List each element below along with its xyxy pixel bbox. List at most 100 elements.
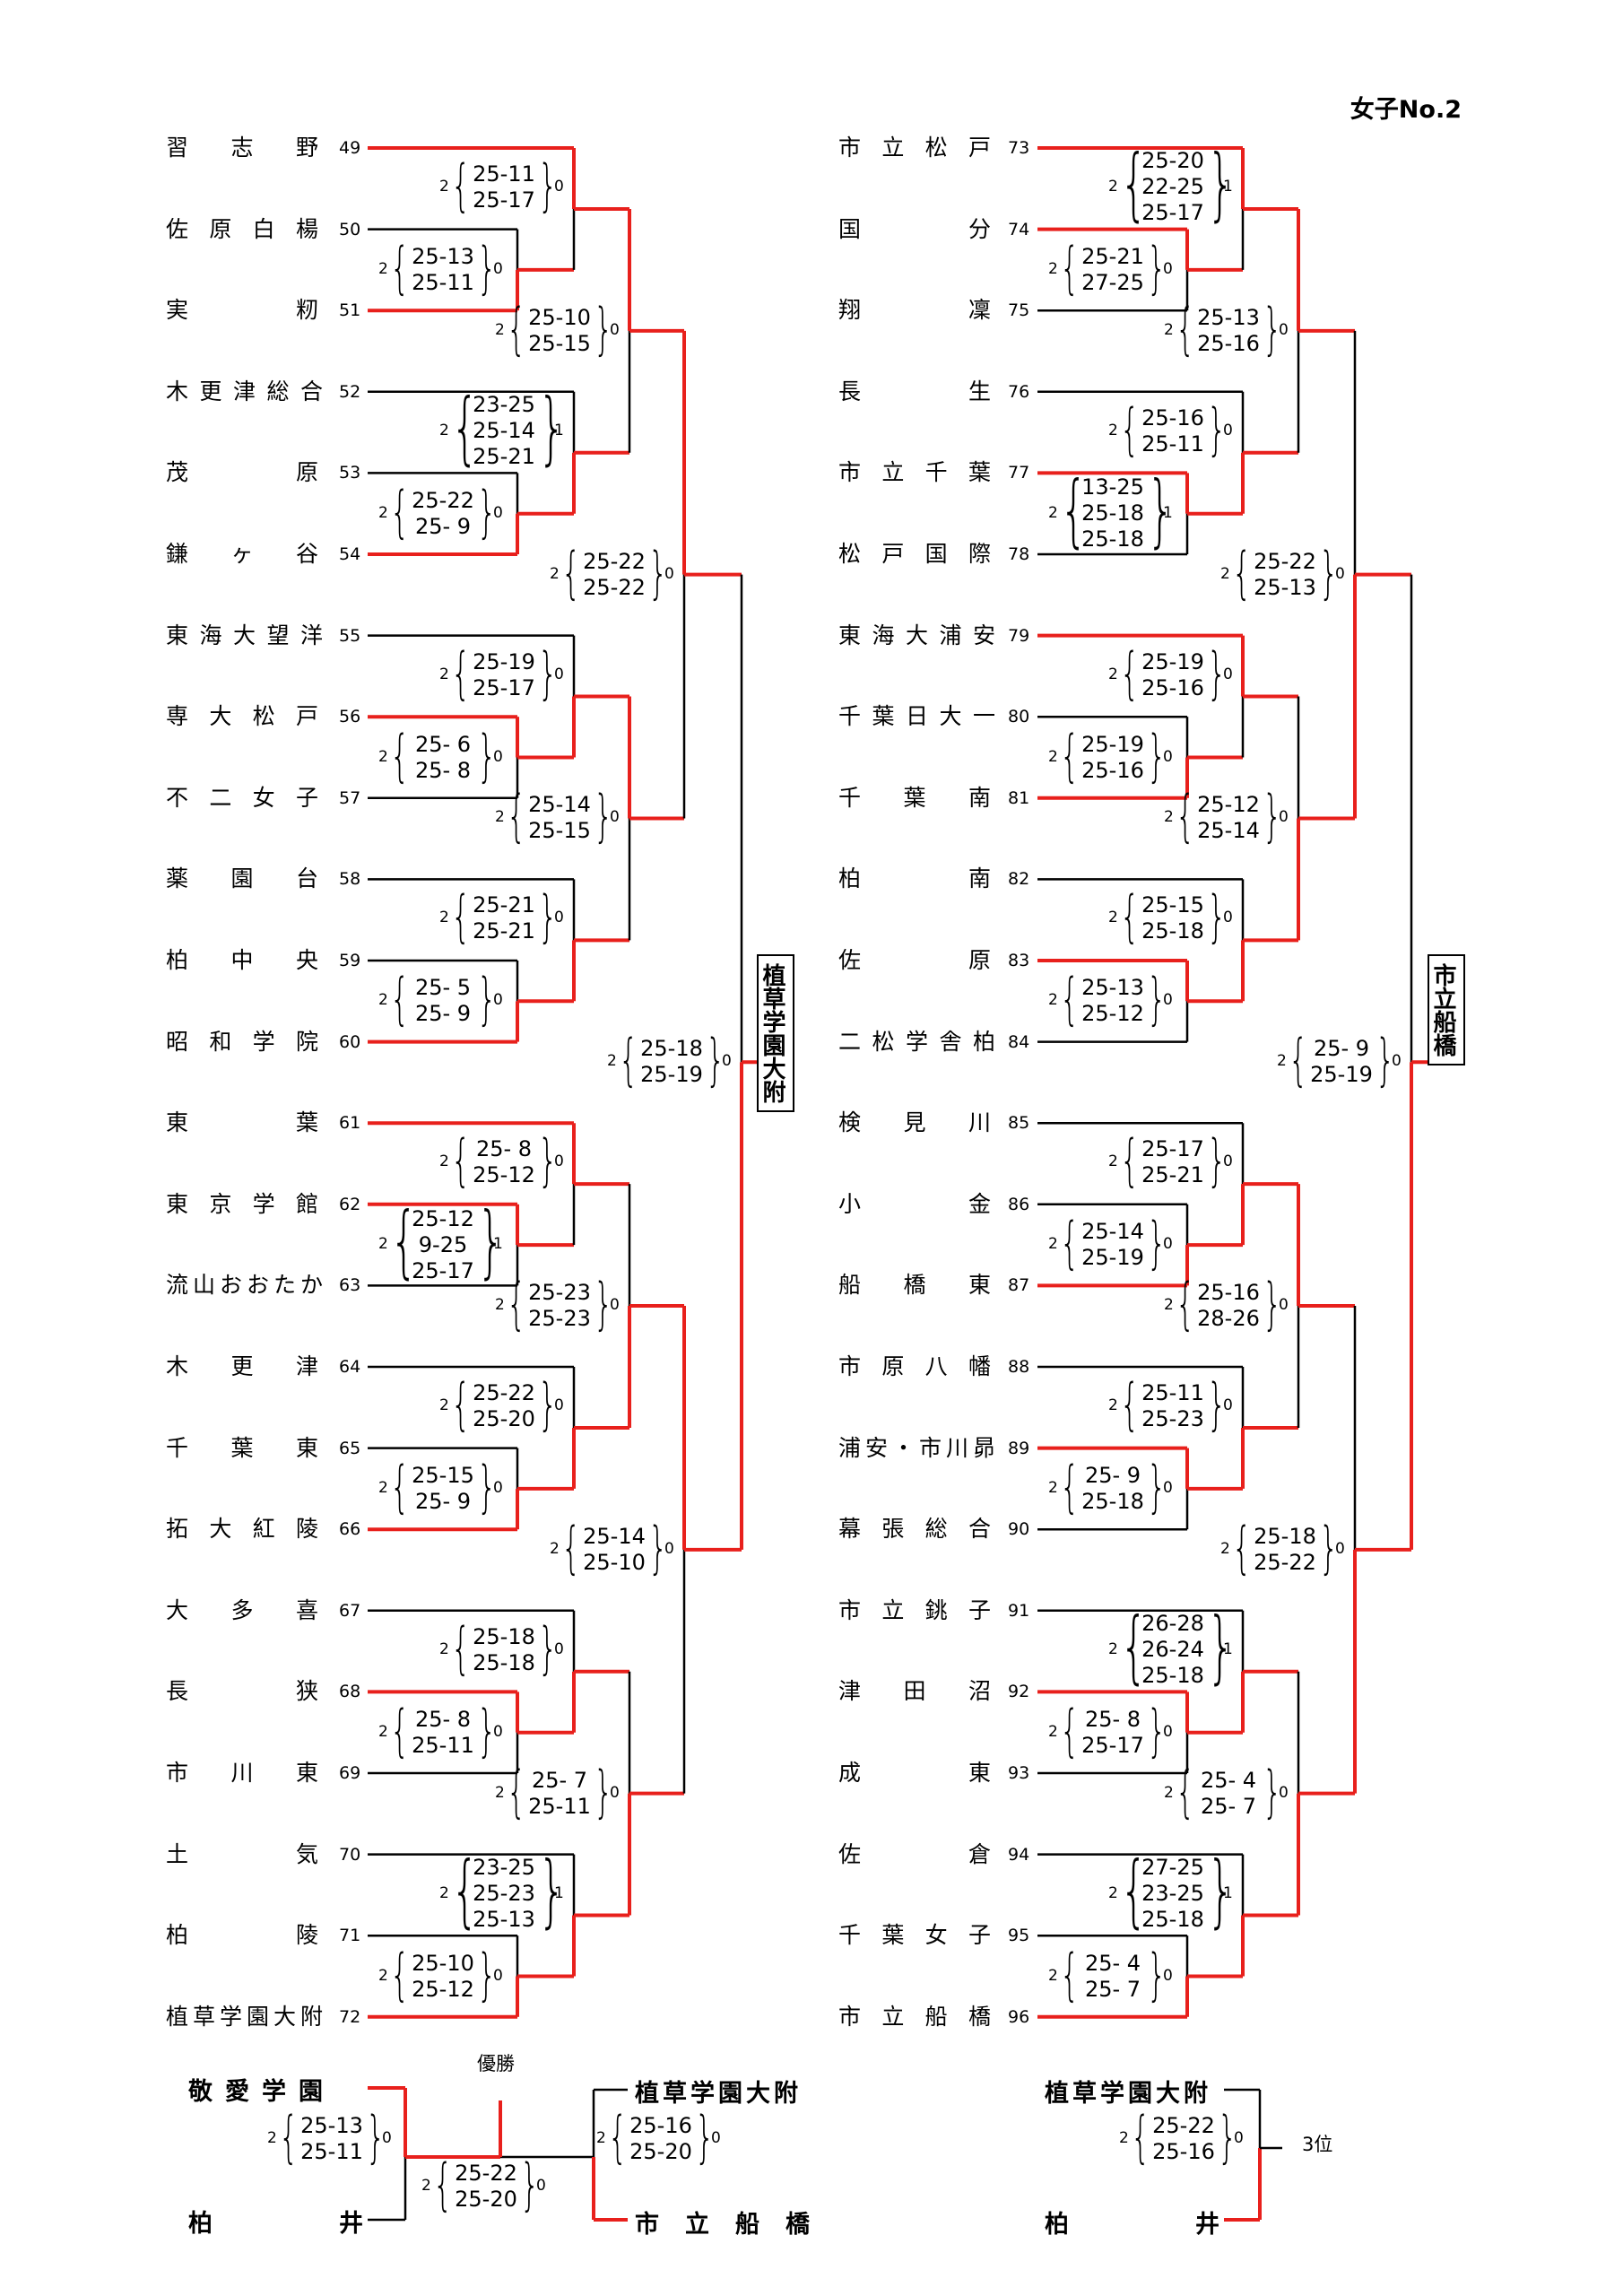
set-score: 25-16 (1081, 757, 1144, 783)
sets-won: 2 (1220, 564, 1230, 583)
sets-won: 2 (1108, 1152, 1118, 1171)
set-score: 25- 9 (414, 513, 472, 539)
left-brace: { (1176, 783, 1195, 849)
semi1-team-a: 敬愛学園 (188, 2078, 335, 2106)
set-score: 25-20 (473, 1405, 535, 1431)
team-number: 62 (339, 1194, 361, 1214)
team-name: 市川東 (166, 1760, 318, 1786)
sets-won: 2 (1048, 1966, 1058, 1985)
team-name: 小金 (838, 1190, 991, 1217)
set-score: 25-15 (412, 1462, 474, 1488)
team-number: 76 (1008, 381, 1030, 402)
sets-won: 2 (1164, 1296, 1174, 1315)
team-name: 市原八幡 (838, 1353, 991, 1379)
sets-lost: 0 (493, 991, 503, 1010)
set-score: 25-21 (473, 444, 535, 470)
set-score: 25-16 (1197, 1280, 1260, 1306)
set-score: 25-11 (1141, 1379, 1204, 1405)
sets-won: 2 (378, 1235, 388, 1254)
right-brace: } (477, 1941, 497, 2007)
set-score: 26-28 (1141, 1611, 1204, 1637)
set-score: 25-15 (528, 818, 591, 844)
team-name: 幕張総合 (838, 1516, 991, 1543)
sets-lost: 0 (1279, 1296, 1289, 1315)
right-brace: } (1147, 1210, 1167, 1276)
sets-lost: 1 (554, 1883, 564, 1902)
team-name: 柏中央 (166, 947, 318, 973)
team-number: 68 (339, 1682, 361, 1702)
sets-lost: 0 (554, 1152, 564, 1171)
right-brace: } (594, 783, 613, 849)
set-score: 25-12 (412, 1205, 474, 1231)
left-brace: { (1120, 1370, 1140, 1437)
team-name: 鎌ヶ谷 (166, 541, 318, 567)
set-score: 25-23 (473, 1881, 535, 1907)
sets-won: 2 (1108, 665, 1118, 683)
set-score: 25-22 (583, 548, 646, 574)
set-score: 25- 4 (1084, 1950, 1141, 1976)
team-number: 60 (339, 1031, 361, 1052)
set-score: 25-13 (1254, 574, 1316, 600)
left-brace: { (608, 2104, 628, 2170)
left-brace: { (390, 1697, 410, 1763)
right-brace: } (538, 1127, 558, 1194)
sets-won: 2 (378, 991, 388, 1010)
team-name: 柏陵 (166, 1922, 318, 1949)
team-name: 津田沼 (838, 1678, 991, 1705)
team-name: 千葉南 (838, 784, 991, 811)
left-brace: { (507, 783, 526, 849)
team-number: 94 (1008, 1844, 1030, 1865)
sets-lost: 0 (493, 747, 503, 766)
sets-won: 2 (1220, 1539, 1230, 1558)
team-name: 東海大望洋 (166, 622, 323, 648)
team-number: 89 (1008, 1438, 1030, 1458)
set-score: 25-19 (473, 648, 535, 674)
right-brace: } (538, 1370, 558, 1437)
champion-box: 市立船橋 (1428, 954, 1465, 1066)
left-brace: { (1060, 1697, 1080, 1763)
set-score: 25-13 (1081, 975, 1144, 1001)
left-brace: { (451, 152, 471, 218)
sets-lost: 0 (493, 1722, 503, 1741)
left-brace: { (433, 2152, 453, 2217)
right-brace: } (1263, 1271, 1282, 1337)
sets-won: 2 (1048, 747, 1058, 766)
sets-won: 2 (439, 1152, 449, 1171)
team-name: 浦安・市川昴 (838, 1434, 995, 1461)
sets-lost: 1 (1223, 1639, 1233, 1658)
sets-lost: 0 (1279, 808, 1289, 827)
team-name: 不二女子 (166, 784, 318, 811)
team-number: 80 (1008, 707, 1030, 727)
left-brace: { (1060, 463, 1088, 556)
sets-lost: 0 (1234, 2129, 1244, 2147)
right-brace: } (1147, 1453, 1167, 1519)
set-score: 25-20 (455, 2187, 517, 2212)
right-brace: } (477, 234, 497, 300)
champion-box: 植草学園大附 (757, 954, 794, 1113)
team-name: 千葉東 (166, 1434, 318, 1461)
team-number: 91 (1008, 1600, 1030, 1621)
right-brace: } (1207, 1370, 1227, 1437)
sets-won: 2 (378, 1478, 388, 1497)
sets-won: 2 (1048, 1235, 1058, 1254)
set-score: 25-11 (473, 161, 535, 187)
team-name: 佐倉 (838, 1840, 991, 1867)
team-number: 57 (339, 787, 361, 808)
left-brace: { (451, 1127, 471, 1194)
sets-won: 2 (495, 808, 505, 827)
team-number: 65 (339, 1438, 361, 1458)
sets-won: 2 (550, 564, 560, 583)
set-score: 25- 4 (1200, 1767, 1257, 1793)
set-score: 25-19 (1081, 731, 1144, 757)
team-name: 市立船橋 (838, 2003, 991, 2030)
